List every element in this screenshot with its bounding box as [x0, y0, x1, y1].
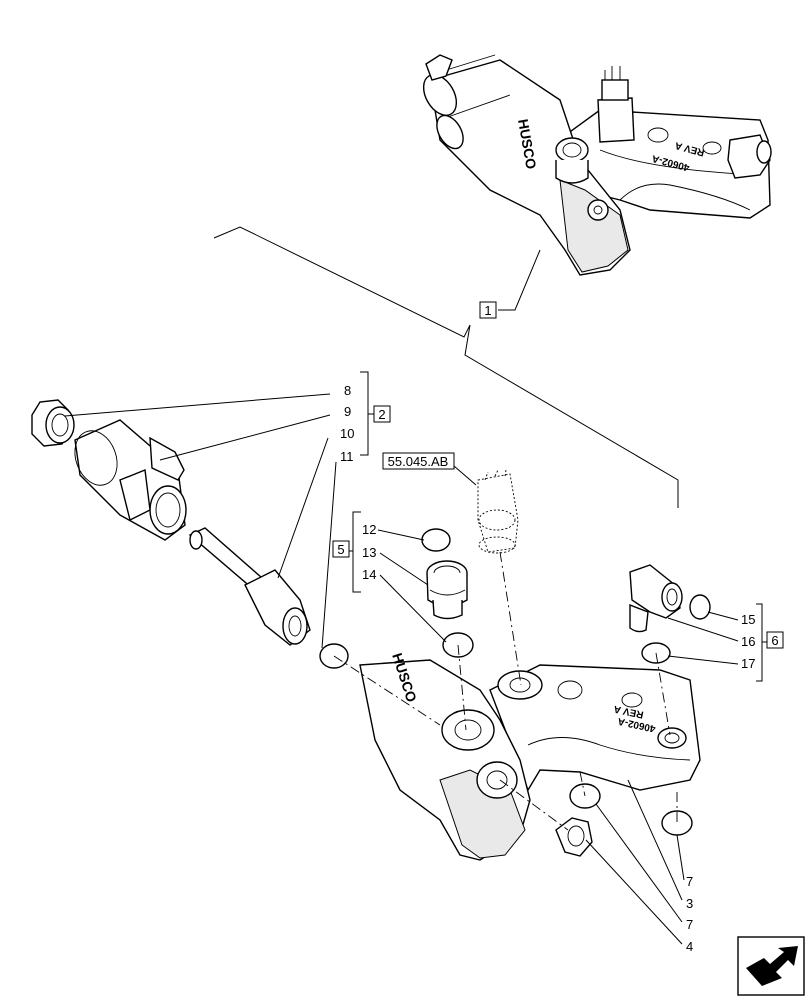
callout-1: 1	[479, 301, 497, 319]
svg-text:2: 2	[378, 407, 385, 422]
callout-2: 2	[373, 405, 391, 423]
leader-13	[379, 552, 429, 586]
callout-6: 6	[766, 631, 784, 649]
callout-16: 16	[741, 634, 755, 649]
callout-12: 12	[362, 522, 376, 537]
nut-part-8	[31, 399, 75, 447]
cartridge-part-10	[188, 527, 311, 646]
elbow-fitting-16	[629, 564, 683, 633]
fitting-part-13	[426, 560, 468, 620]
leader-9	[159, 414, 331, 461]
callout-11: 11	[340, 449, 354, 464]
arrow-next-icon[interactable]	[737, 936, 805, 996]
coil-part-9	[74, 419, 187, 541]
leader-7a	[595, 803, 683, 923]
bracket-6	[756, 603, 767, 682]
o-ring-12	[421, 528, 451, 552]
centerline-14	[457, 644, 467, 731]
svg-text:1: 1	[484, 303, 491, 318]
valve-assembly-top: HUSCO 40602-A REV A	[422, 54, 772, 276]
centerline-11	[333, 655, 441, 726]
svg-text:55.045.AB: 55.045.AB	[388, 454, 449, 469]
bracket-2	[360, 371, 374, 456]
callout-5: 5	[332, 540, 350, 558]
callout-4: 4	[686, 939, 693, 954]
o-ring-15	[689, 594, 711, 620]
centerline-sensor	[499, 551, 522, 686]
leader-15	[707, 611, 739, 621]
callout-7a: 7	[686, 917, 693, 932]
leader-4	[585, 839, 683, 945]
centerline-17	[655, 652, 671, 736]
plug-part-4	[555, 817, 593, 857]
pressure-sensor-ref	[477, 469, 519, 554]
leader-7b	[676, 834, 685, 881]
leader-3	[627, 779, 683, 901]
centerline-4	[499, 779, 569, 831]
bracket-5	[349, 511, 361, 593]
assembly-bracket-line	[213, 226, 679, 508]
centerline-7a	[579, 771, 586, 797]
callout-13: 13	[362, 545, 376, 560]
callout-9: 9	[344, 404, 351, 419]
callout-15: 15	[741, 612, 755, 627]
callout-7b: 7	[686, 874, 693, 889]
callout-14: 14	[362, 567, 376, 582]
leader-8	[64, 393, 331, 417]
leader-16	[667, 617, 739, 642]
leader-1	[498, 249, 541, 311]
leader-11	[321, 461, 337, 649]
leader-17	[667, 655, 739, 665]
svg-text:6: 6	[771, 633, 778, 648]
leader-14	[379, 574, 447, 643]
valve-body-main: HUSCO 40602-A REV A	[359, 651, 701, 861]
svg-text:5: 5	[337, 542, 344, 557]
leader-10	[277, 437, 329, 579]
leader-12	[377, 529, 425, 541]
callout-3: 3	[686, 896, 693, 911]
callout-8: 8	[344, 383, 351, 398]
leader-reference	[453, 465, 477, 486]
callout-17: 17	[741, 656, 755, 671]
reference-55-045-ab: 55.045.AB	[382, 452, 455, 470]
callout-10: 10	[340, 426, 354, 441]
